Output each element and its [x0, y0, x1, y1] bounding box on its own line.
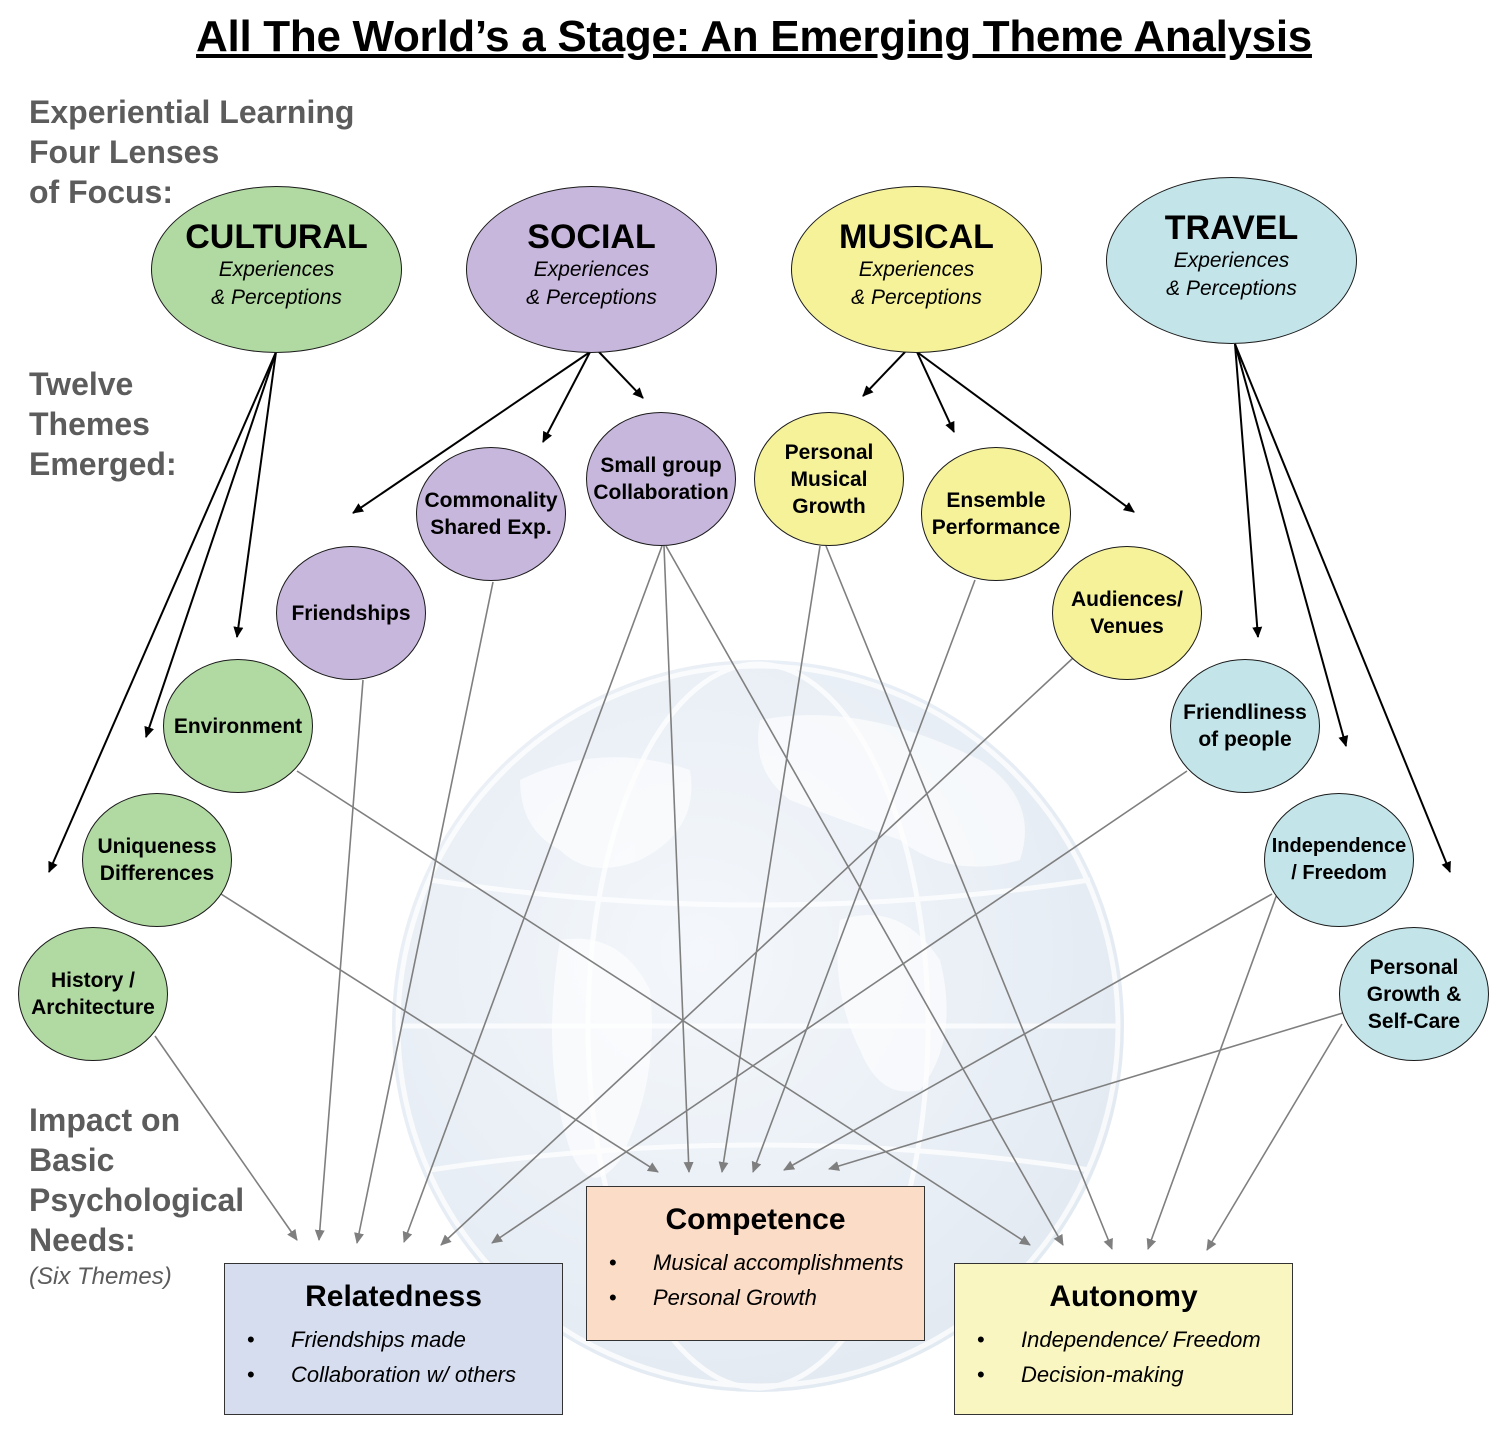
need-autonomy-box: Autonomy • Independence/ Freedom • Decisio…: [954, 1263, 1293, 1415]
need-autonomy-title: Autonomy: [1049, 1280, 1198, 1313]
bullet: •: [609, 1285, 617, 1310]
theme-history-architecture: History / Architecture: [18, 927, 168, 1061]
arrow-smallgroup-to-autonomy: [665, 545, 1064, 1246]
needs-side-label: Impact on Basic Psychological Needs:: [29, 1102, 245, 1258]
arrow-travel-to-personalgrowth: [1234, 343, 1451, 873]
arrow-environment-to-autonomy: [296, 770, 1031, 1246]
need-item-text: Musical accomplishments: [653, 1250, 904, 1275]
theme-independence-freedom: Independence / Freedom: [1264, 793, 1414, 927]
need-competence-title: Competence: [665, 1203, 846, 1236]
theme-ensemble-label: Ensemble Performance: [931, 489, 1061, 539]
theme-commonality-shared-exp: Commonality Shared Exp.: [416, 447, 566, 581]
need-autonomy-list: • Independence/ Freedom • Decision-making: [955, 1322, 1292, 1392]
need-item-text: Collaboration w/ others: [291, 1362, 517, 1387]
theme-audiences-venues: Audiences/ Venues: [1052, 546, 1202, 680]
need-item-text: Personal Growth: [653, 1285, 817, 1310]
arrow-independence-to-autonomy: [1146, 893, 1278, 1250]
needs-side-sublabel: (Six Themes): [29, 1263, 172, 1290]
theme-small-group-collaboration: Small group Collaboration: [586, 412, 736, 546]
theme-uniqueness-label: Uniqueness Differences: [97, 835, 217, 885]
lens-musical: MUSICAL Experiences & Perceptions: [791, 186, 1042, 353]
lens-musical-subtitle: Experiences & Perceptions: [851, 257, 982, 309]
arrow-independence-to-competence: [783, 893, 1273, 1171]
lens-musical-name: MUSICAL: [839, 217, 994, 256]
arrow-musical-to-audiences: [916, 351, 1135, 513]
need-item-text: Independence/ Freedom: [1021, 1327, 1261, 1352]
themes-side-label: Twelve Themes Emerged:: [29, 366, 177, 482]
arrow-musical-to-ensemble: [916, 351, 955, 433]
list-item: • Personal Growth: [587, 1280, 924, 1315]
arrow-musical-to-personalmusical: [862, 351, 906, 397]
need-competence-box: Competence • Musical accomplishments • Per…: [586, 1186, 925, 1341]
theme-friendships: Friendships: [276, 546, 426, 680]
arrow-history-to-relatedness: [154, 1035, 298, 1241]
bullet: •: [977, 1327, 985, 1352]
bullet: •: [977, 1362, 985, 1387]
bullet: •: [247, 1327, 255, 1352]
theme-smallgroup-label: Small group Collaboration: [593, 454, 729, 504]
need-relatedness-title: Relatedness: [305, 1280, 482, 1313]
theme-personal-musical-growth: Personal Musical Growth: [754, 412, 904, 546]
list-item: • Independence/ Freedom: [955, 1322, 1292, 1357]
arrow-cultural-to-environment: [233, 351, 277, 638]
arrow-personalmusical-to-autonomy: [825, 545, 1113, 1250]
arrow-personalgrowth-to-autonomy: [1206, 1023, 1343, 1251]
theme-audiences-label: Audiences/ Venues: [1070, 588, 1184, 638]
lens-cultural: CULTURAL Experiences & Perceptions: [151, 186, 402, 353]
arrow-travel-to-independence: [1234, 343, 1349, 747]
need-relatedness-list: • Friendships made • Collaboration w/ othe…: [225, 1322, 562, 1392]
arrow-social-to-friendships: [352, 351, 591, 514]
lens-travel: TRAVEL Experiences & Perceptions: [1106, 177, 1357, 344]
theme-ensemble-performance: Ensemble Performance: [921, 447, 1071, 581]
lens-social-subtitle: Experiences & Perceptions: [526, 257, 657, 309]
lenses-side-label: Experiential Learning Four Lenses of Foc…: [29, 94, 355, 210]
arrow-personalmusical-to-competence: [718, 545, 821, 1173]
list-item: • Decision-making: [955, 1357, 1292, 1392]
list-item: • Musical accomplishments: [587, 1245, 924, 1280]
theme-personal-growth-self-care: Personal Growth & Self-Care: [1339, 927, 1489, 1061]
arrow-smallgroup-to-competence: [663, 545, 694, 1173]
theme-uniqueness-differences: Uniqueness Differences: [82, 793, 232, 927]
arrow-cultural-to-history: [48, 351, 277, 873]
arrow-personalgrowth-to-competence: [828, 1011, 1347, 1171]
arrow-travel-to-friendliness: [1234, 343, 1263, 638]
need-competence-list: • Musical accomplishments • Personal Growt…: [587, 1245, 924, 1315]
theme-friendships-label: Friendships: [291, 601, 411, 625]
theme-commonality-label: Commonality Shared Exp.: [424, 489, 558, 539]
lens-cultural-name: CULTURAL: [185, 217, 368, 256]
theme-environment: Environment: [163, 659, 313, 793]
arrow-cultural-to-uniqueness: [144, 351, 277, 738]
arrow-commonality-to-relatedness: [354, 581, 494, 1244]
need-item-text: Friendships made: [291, 1327, 466, 1352]
theme-personalmusical-label: Personal Musical Growth: [784, 440, 874, 518]
arrow-smallgroup-to-relatedness: [402, 545, 663, 1243]
theme-independence-label: Independence / Freedom: [1271, 835, 1407, 884]
list-item: • Friendships made: [225, 1322, 562, 1357]
theme-friendliness-label: Friendliness of people: [1183, 701, 1307, 751]
arrow-ensemble-to-competence: [751, 579, 976, 1173]
arrow-social-to-commonality: [542, 351, 591, 443]
lens-cultural-subtitle: Experiences & Perceptions: [211, 257, 342, 309]
lens-social: SOCIAL Experiences & Perceptions: [466, 186, 717, 353]
bullet: •: [609, 1250, 617, 1275]
diagram-title: All The World’s a Stage: An Emerging The…: [196, 12, 1312, 61]
bullet: •: [247, 1362, 255, 1387]
arrow-uniqueness-to-competence: [220, 893, 659, 1173]
lens-social-name: SOCIAL: [527, 217, 656, 256]
theme-history-label: History / Architecture: [31, 969, 155, 1019]
arrow-social-to-smallgroup: [598, 351, 644, 399]
arrow-friendships-to-relatedness: [314, 679, 364, 1241]
need-relatedness-box: Relatedness • Friendships made • Collabora…: [224, 1263, 563, 1415]
lens-travel-name: TRAVEL: [1164, 208, 1299, 247]
theme-environment-label: Environment: [173, 714, 303, 738]
list-item: • Collaboration w/ others: [225, 1357, 562, 1392]
lens-travel-subtitle: Experiences & Perceptions: [1166, 248, 1297, 300]
arrow-friendliness-to-relatedness: [491, 770, 1188, 1244]
theme-personalgrowth-label: Personal Growth & Self-Care: [1366, 955, 1462, 1033]
theme-friendliness-of-people: Friendliness of people: [1170, 659, 1320, 793]
need-item-text: Decision-making: [1021, 1362, 1184, 1387]
